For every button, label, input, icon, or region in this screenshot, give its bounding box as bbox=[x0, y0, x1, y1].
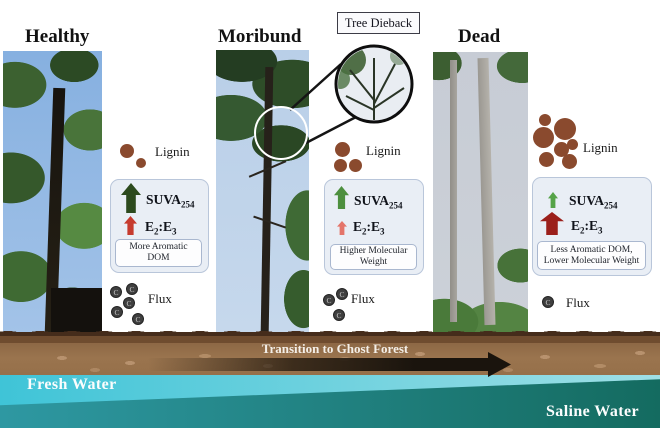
lignin-particle bbox=[562, 154, 577, 169]
tree-trunk bbox=[450, 60, 458, 322]
suva-label: SUVA254 bbox=[569, 193, 618, 211]
tree-trunk bbox=[477, 57, 495, 325]
stage-title-healthy: Healthy bbox=[25, 26, 90, 47]
dieback-crown-detail bbox=[338, 48, 408, 120]
magnifier-circle-icon bbox=[334, 44, 414, 124]
tree-photo-healthy bbox=[3, 51, 102, 333]
flux-particle-icon: C bbox=[323, 294, 335, 306]
connector-line bbox=[303, 115, 357, 146]
tree-photo-dead bbox=[433, 52, 528, 333]
flux-particle-icon: C bbox=[123, 297, 135, 309]
tree-trunk bbox=[44, 87, 65, 333]
tree-dieback-callout-label: Tree Dieback bbox=[337, 12, 420, 34]
suva-increase-arrow-icon bbox=[548, 192, 558, 208]
lignin-particle bbox=[554, 142, 569, 157]
stage-title-dead: Dead bbox=[458, 26, 501, 47]
lignin-particle bbox=[539, 152, 554, 167]
lignin-particle bbox=[567, 139, 578, 150]
water-band bbox=[0, 375, 660, 428]
flux-particle-icon: C bbox=[333, 309, 345, 321]
e2e3-label: E2:E3 bbox=[145, 219, 177, 237]
lignin-particle bbox=[533, 127, 554, 148]
lignin-particle bbox=[539, 114, 551, 126]
lignin-particle bbox=[120, 144, 134, 158]
flux-label: Flux bbox=[351, 291, 375, 306]
stage-title-moribund: Moribund bbox=[218, 26, 302, 47]
lignin-particle bbox=[335, 142, 350, 157]
transition-banner-text: Transition to Ghost Forest bbox=[261, 341, 409, 356]
lignin-label: Lignin bbox=[366, 143, 401, 158]
lignin-particle bbox=[554, 118, 576, 140]
lignin-particle bbox=[349, 159, 362, 172]
flux-particle-icon: C bbox=[336, 288, 348, 300]
tree-trunk bbox=[260, 66, 273, 333]
dom-note-healthy: More Aromatic DOM bbox=[115, 239, 202, 267]
dom-note-dead: Less Aromatic DOM, Lower Molecular Weigh… bbox=[537, 241, 646, 270]
e2e3-label: E2:E3 bbox=[571, 218, 603, 236]
suva-label: SUVA254 bbox=[146, 192, 195, 210]
e2e3-increase-arrow-icon bbox=[337, 221, 347, 235]
fresh-water-label: Fresh Water bbox=[27, 376, 117, 393]
tree-photo-moribund bbox=[216, 50, 309, 333]
lignin-label: Lignin bbox=[583, 140, 618, 155]
saline-water-label: Saline Water bbox=[546, 403, 639, 420]
dom-note-moribund: Higher Molecular Weight bbox=[330, 244, 417, 270]
flux-particle-icon: C bbox=[126, 283, 138, 295]
flux-label: Flux bbox=[566, 295, 590, 310]
flux-particle-icon: C bbox=[542, 296, 554, 308]
e2e3-label: E2:E3 bbox=[353, 219, 385, 237]
lignin-particle bbox=[334, 159, 347, 172]
transition-arrow-icon bbox=[148, 358, 490, 371]
lignin-label: Lignin bbox=[155, 144, 190, 159]
flux-particle-icon: C bbox=[110, 286, 122, 298]
suva-label: SUVA254 bbox=[354, 193, 403, 211]
lignin-particle bbox=[136, 158, 146, 168]
flux-particle-icon: C bbox=[111, 306, 123, 318]
flux-particle-icon: C bbox=[132, 313, 144, 325]
flux-label: Flux bbox=[148, 291, 172, 306]
